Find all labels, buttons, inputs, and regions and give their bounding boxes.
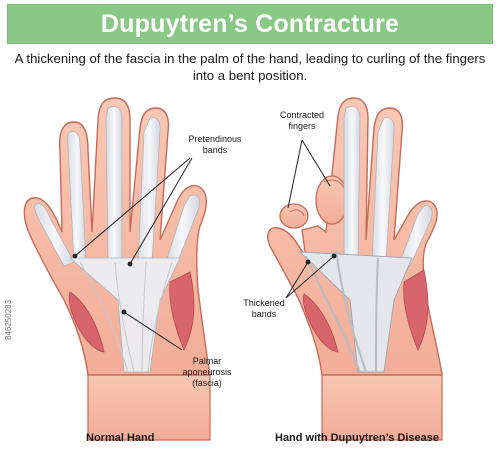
normal-hand-tendon-ring — [105, 106, 123, 263]
contracted-finger-ring — [315, 175, 349, 225]
description-line-1: A thickening of the fascia in the palm o… — [14, 51, 486, 66]
label-palmar-aponeurosis: Palmar aponeurosis (fascia) — [172, 356, 242, 389]
label-thickened-line-1: Thickened — [243, 298, 285, 308]
diseased-hand-wrist — [321, 371, 443, 441]
diseased-hand-illustration — [267, 97, 443, 441]
label-palmar-line-3: (fascia) — [192, 378, 222, 388]
caption-normal-hand: Normal Hand — [86, 432, 155, 444]
normal-hand-tendon-index-short — [34, 203, 75, 267]
label-pretendinous-line-2: bands — [202, 145, 228, 155]
normal-hand-thenar-muscle — [169, 271, 195, 351]
thickened-band-2 — [335, 249, 367, 373]
label-thickened-line-2: bands — [251, 309, 277, 319]
diseased-hand-tendon-middle — [343, 106, 361, 263]
description: A thickening of the fascia in the palm o… — [0, 50, 500, 84]
label-pretendinous-line-1: Pretendinous — [188, 134, 242, 144]
thickened-band-1 — [305, 255, 361, 373]
description-line-2: into a bent position. — [192, 68, 308, 83]
thickened-band-3 — [375, 257, 379, 373]
normal-hand-illustration — [23, 97, 211, 441]
stock-id-label: 846250283 — [4, 299, 13, 340]
title-banner: Dupuytren’s Contracture — [7, 4, 493, 44]
normal-hand-hypothenar-muscle — [68, 291, 105, 353]
label-contracted-fingers: Contracted fingers — [272, 110, 332, 132]
normal-hand-palmar-fascia — [68, 257, 181, 373]
caption-diseased-hand: Hand with Dupuytren’s Disease — [275, 432, 440, 444]
diseased-hand-palmar-fascia — [298, 251, 413, 373]
label-palmar-line-2: aponeurosis — [182, 367, 232, 377]
label-contracted-line-2: fingers — [288, 121, 316, 131]
label-pretendinous-bands: Pretendinous bands — [185, 134, 245, 156]
diseased-hand-thenar-muscle — [403, 269, 429, 351]
page-title: Dupuytren’s Contracture — [100, 9, 400, 38]
label-palmar-line-1: Palmar — [192, 356, 222, 366]
label-contracted-line-1: Contracted — [279, 110, 325, 120]
diseased-hand-hypothenar-muscle — [302, 293, 339, 353]
contracted-finger-little — [279, 203, 309, 229]
label-thickened-bands: Thickened bands — [234, 298, 294, 320]
